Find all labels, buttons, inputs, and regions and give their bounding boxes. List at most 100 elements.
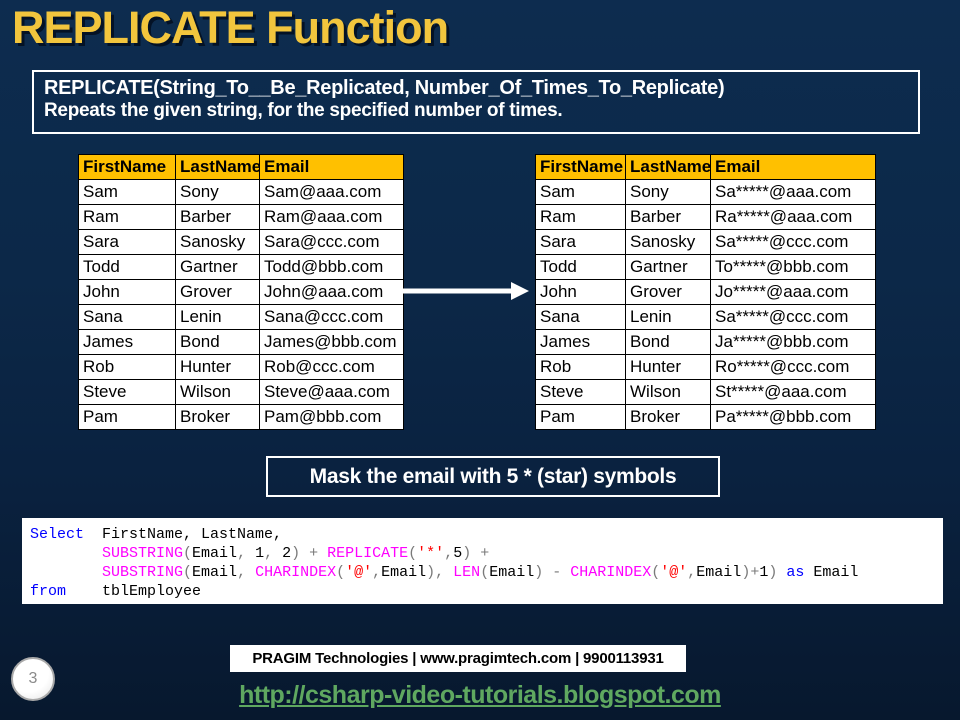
- table-cell: Pam@bbb.com: [259, 404, 404, 430]
- blog-link[interactable]: http://csharp-video-tutorials.blogspot.c…: [239, 681, 721, 709]
- table-cell: Jo*****@aaa.com: [710, 279, 876, 305]
- page-number: 3: [28, 670, 38, 687]
- arrow-right-icon: [401, 282, 529, 300]
- table-cell: Barber: [625, 204, 711, 230]
- table-cell: Sanosky: [625, 229, 711, 255]
- table-cell: Sony: [175, 179, 260, 205]
- table-cell: Sa*****@ccc.com: [710, 229, 876, 255]
- table-cell: Sana: [535, 304, 626, 330]
- table-cell: Pam: [78, 404, 176, 430]
- table-cell: Todd: [535, 254, 626, 280]
- column-header: LastName: [625, 154, 711, 180]
- table-cell: Pa*****@bbb.com: [710, 404, 876, 430]
- code-line: Select FirstName, LastName,: [30, 526, 283, 543]
- table-cell: Lenin: [625, 304, 711, 330]
- table-cell: Todd: [78, 254, 176, 280]
- table-cell: John: [535, 279, 626, 305]
- table-cell: Rob: [78, 354, 176, 380]
- code-line: SUBSTRING(Email, 1, 2) + REPLICATE('*',5…: [102, 545, 490, 562]
- table-cell: Ram@aaa.com: [259, 204, 404, 230]
- table-cell: Gartner: [175, 254, 260, 280]
- table-cell: Steve: [535, 379, 626, 405]
- column-header: LastName: [175, 154, 260, 180]
- table-cell: St*****@aaa.com: [710, 379, 876, 405]
- table-cell: Lenin: [175, 304, 260, 330]
- table-cell: Sara: [535, 229, 626, 255]
- table-cell: Sam: [78, 179, 176, 205]
- table-cell: Sara@ccc.com: [259, 229, 404, 255]
- code-line: SUBSTRING(Email, CHARINDEX('@',Email), L…: [102, 564, 859, 581]
- definition-description: Repeats the given string, for the specif…: [44, 100, 563, 121]
- table-cell: Ja*****@bbb.com: [710, 329, 876, 355]
- table-cell: Hunter: [625, 354, 711, 380]
- table-cell: Sara: [78, 229, 176, 255]
- column-header: Email: [259, 154, 404, 180]
- column-header: Email: [710, 154, 876, 180]
- table-cell: Broker: [175, 404, 260, 430]
- table-cell: To*****@bbb.com: [710, 254, 876, 280]
- column-header: FirstName: [535, 154, 626, 180]
- table-cell: Sam: [535, 179, 626, 205]
- code-line: from tblEmployee: [30, 583, 202, 600]
- definition-box: REPLICATE(String_To__Be_Replicated, Numb…: [32, 70, 920, 134]
- table-cell: Grover: [625, 279, 711, 305]
- table-cell: Rob@ccc.com: [259, 354, 404, 380]
- table-cell: John: [78, 279, 176, 305]
- table-cell: Steve@aaa.com: [259, 379, 404, 405]
- table-cell: Steve: [78, 379, 176, 405]
- column-header: FirstName: [78, 154, 176, 180]
- table-cell: Bond: [175, 329, 260, 355]
- table-cell: Todd@bbb.com: [259, 254, 404, 280]
- table-cell: Sa*****@ccc.com: [710, 304, 876, 330]
- table-cell: Ra*****@aaa.com: [710, 204, 876, 230]
- table-cell: Ram: [535, 204, 626, 230]
- table-cell: Ro*****@ccc.com: [710, 354, 876, 380]
- table-cell: James: [78, 329, 176, 355]
- table-cell: Sony: [625, 179, 711, 205]
- table-cell: Wilson: [175, 379, 260, 405]
- table-cell: Sana: [78, 304, 176, 330]
- table-cell: Sa*****@aaa.com: [710, 179, 876, 205]
- table-cell: Barber: [175, 204, 260, 230]
- callout-text: Mask the email with 5 * (star) symbols: [309, 464, 677, 488]
- page-number-badge: 3: [11, 657, 55, 701]
- table-cell: Gartner: [625, 254, 711, 280]
- company-bar: PRAGIM Technologies | www.pragimtech.com…: [230, 645, 686, 672]
- table-cell: Broker: [625, 404, 711, 430]
- table-cell: Sanosky: [175, 229, 260, 255]
- sql-code-block: Select FirstName, LastName, SUBSTRING(Em…: [22, 518, 943, 604]
- table-cell: Ram: [78, 204, 176, 230]
- table-cell: Rob: [535, 354, 626, 380]
- table-cell: Grover: [175, 279, 260, 305]
- table-cell: James@bbb.com: [259, 329, 404, 355]
- table-cell: James: [535, 329, 626, 355]
- table-cell: Pam: [535, 404, 626, 430]
- page-title: REPLICATE Function: [12, 2, 449, 53]
- definition-syntax: REPLICATE(String_To__Be_Replicated, Numb…: [44, 77, 725, 99]
- table-cell: Sana@ccc.com: [259, 304, 404, 330]
